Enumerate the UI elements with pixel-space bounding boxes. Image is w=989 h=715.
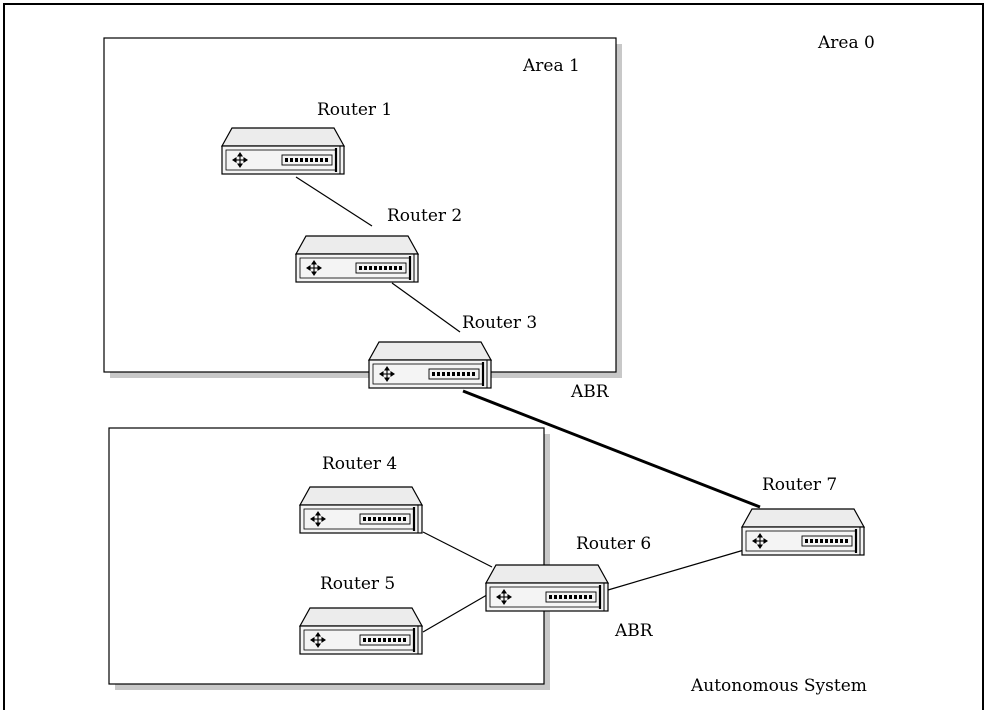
link-router1-router2: [295, 176, 373, 227]
autonomous-system-boundary: [3, 3, 984, 715]
router-2-label: Router 2: [387, 206, 462, 226]
router-7-icon: [740, 507, 866, 557]
router-7-label: Router 7: [762, 475, 837, 495]
router-5-icon: [298, 606, 424, 656]
autonomous-system-label: Autonomous System: [690, 676, 867, 696]
area0-label: Area 0: [817, 33, 875, 53]
router-6-icon: [484, 563, 610, 613]
abr-label-router3: ABR: [570, 382, 610, 402]
router-4-label: Router 4: [322, 454, 397, 474]
router-6-label: Router 6: [576, 534, 651, 554]
link-router6-router7: [607, 549, 745, 591]
router-4-icon: [298, 485, 424, 535]
link-router3-router7: [462, 389, 761, 509]
router-5-label: Router 5: [320, 574, 395, 594]
area1-label: Area 1: [522, 56, 580, 76]
router-1-icon: [220, 126, 346, 176]
abr-label-router6: ABR: [614, 621, 654, 641]
router-2-icon: [294, 234, 420, 284]
router-3-label: Router 3: [462, 313, 537, 333]
router-3-icon: [367, 340, 493, 390]
area1-box: [103, 37, 617, 373]
link-router2-router3: [391, 282, 461, 333]
link-router5-router6: [422, 591, 493, 633]
router-1-label: Router 1: [317, 100, 392, 120]
link-router4-router6: [422, 531, 493, 568]
